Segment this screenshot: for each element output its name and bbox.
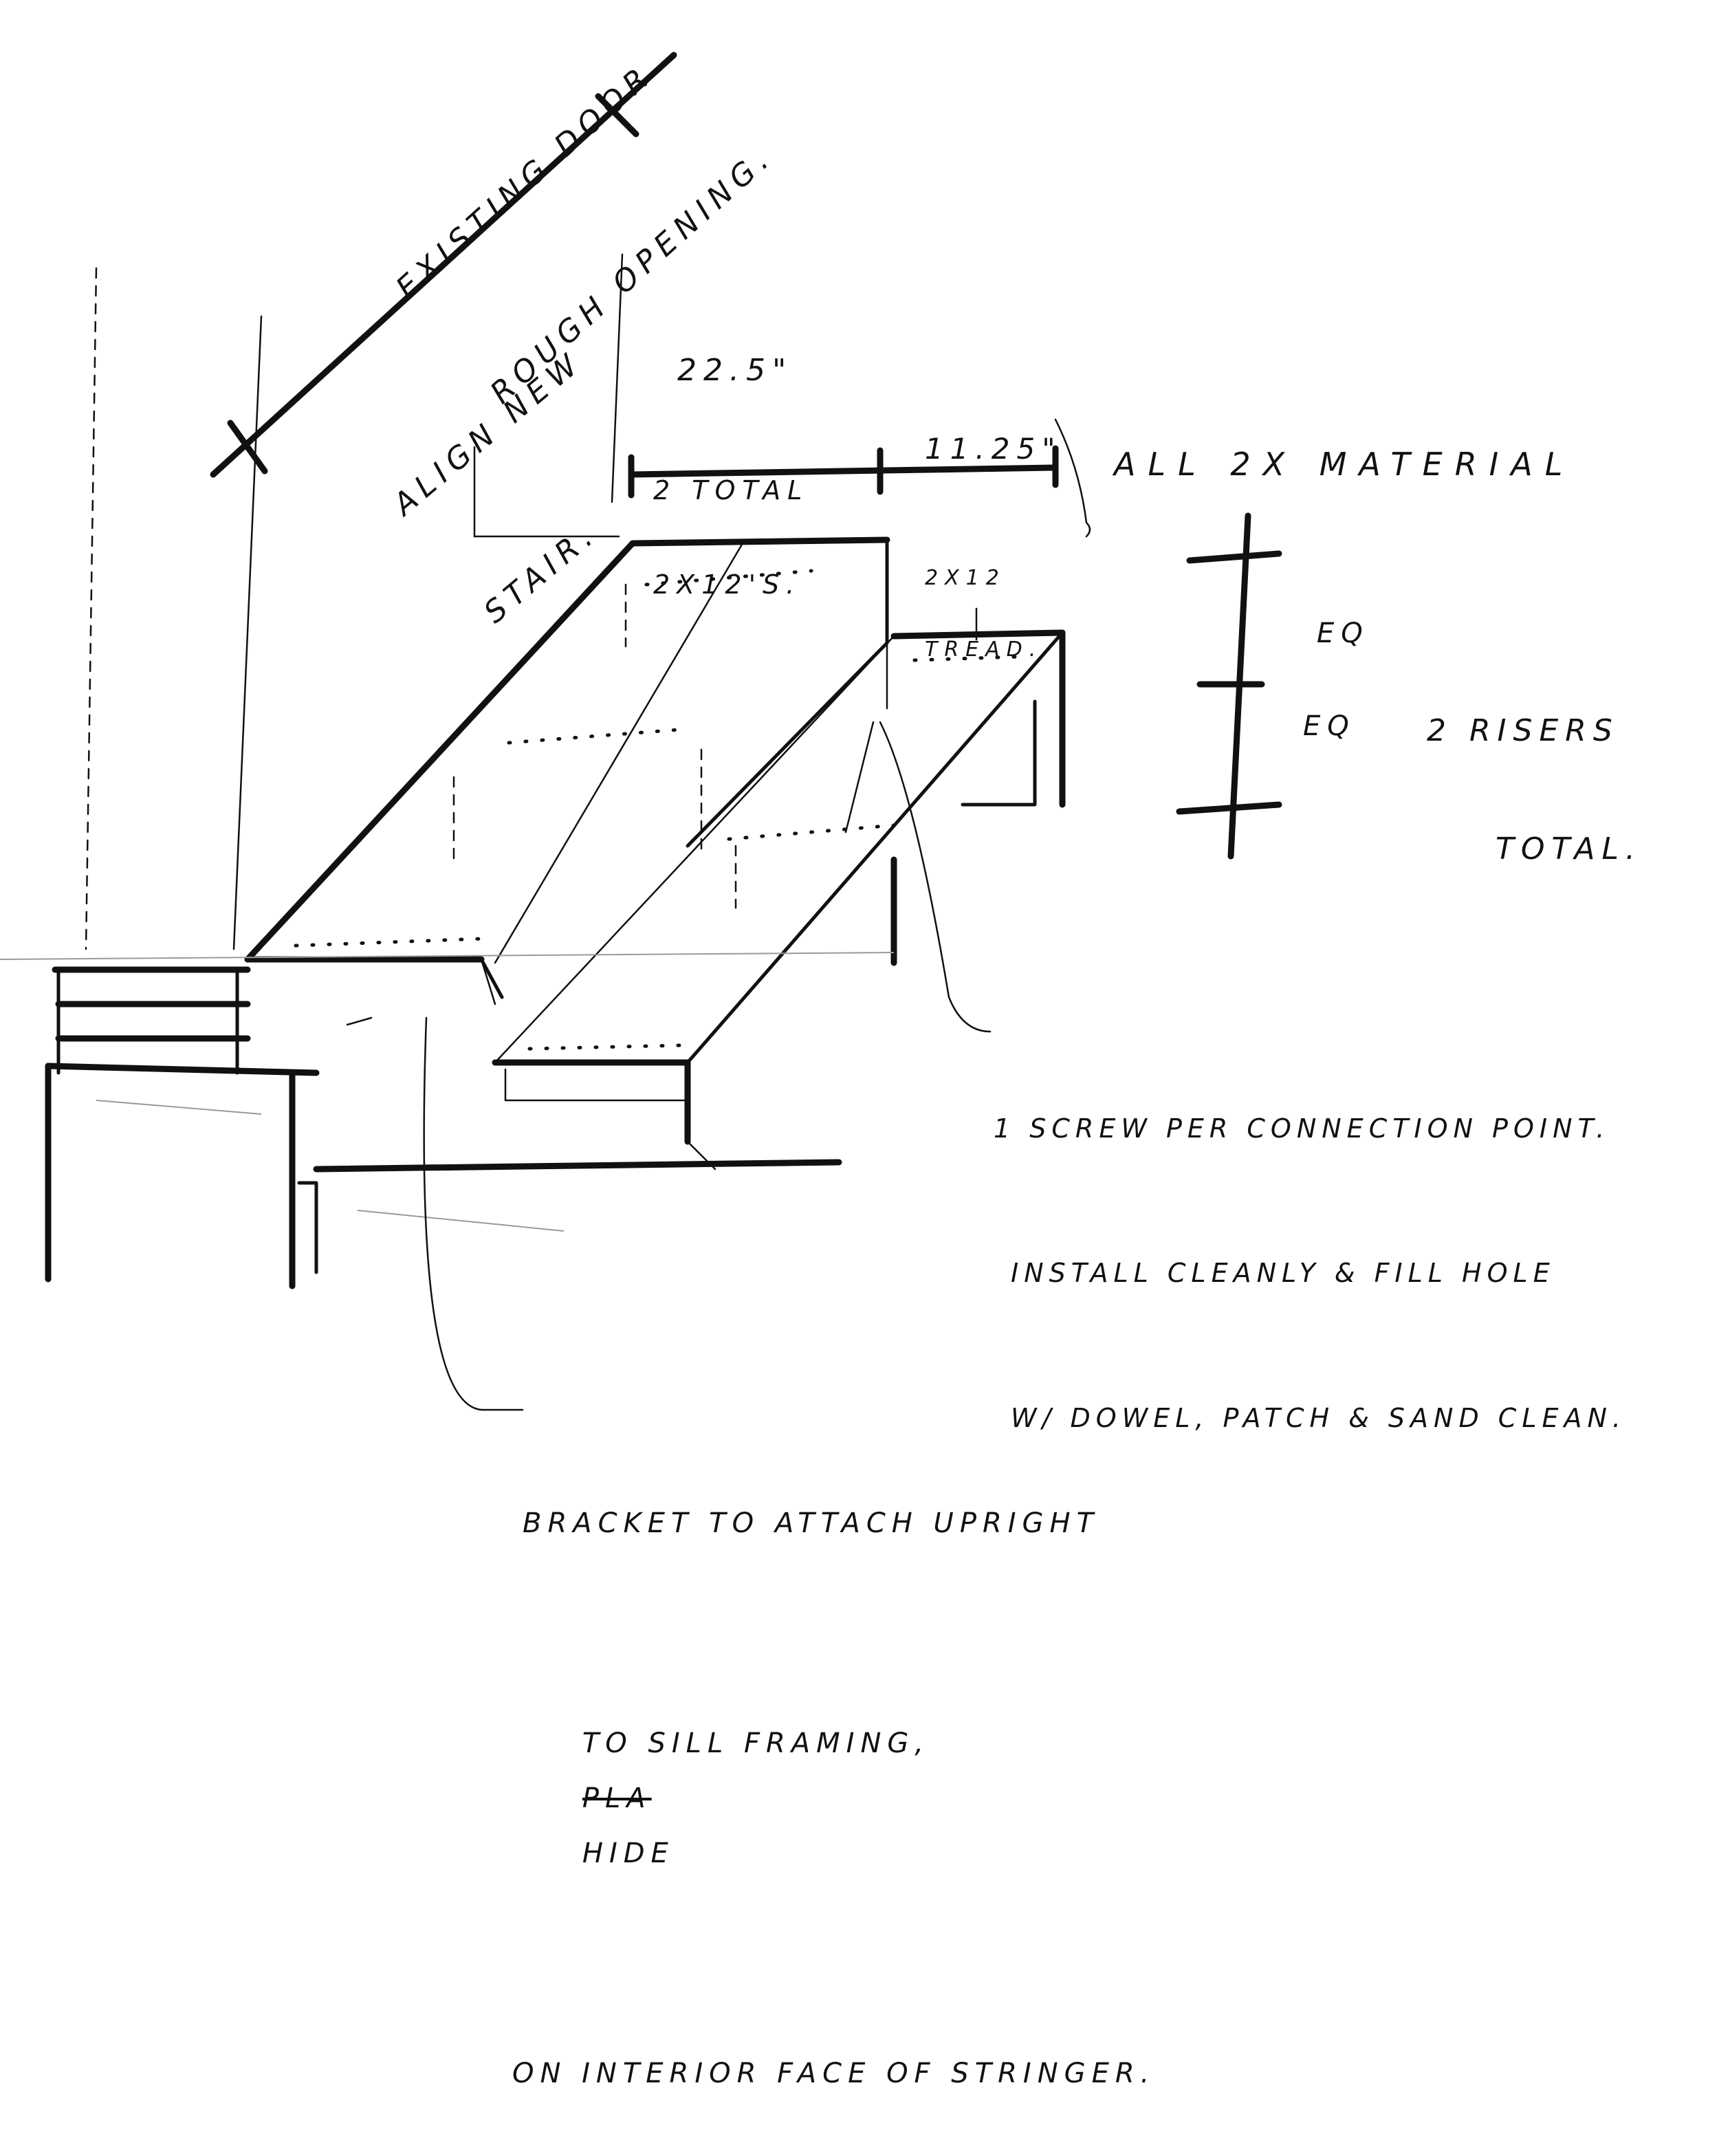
screw-note-line1: 1 SCREW PER CONNECTION POINT. [994,1113,1610,1144]
wall-guides [85,253,624,950]
bracket-line2-start: TO SILL FRAMING, [582,1728,930,1759]
total-boards-line2: 2X12'S. [653,569,802,600]
screw-note: 1 SCREW PER CONNECTION POINT. INSTALL CL… [994,1008,1626,1491]
lower-stair [492,629,1066,1170]
risers-line2: TOTAL. [1496,831,1642,867]
bracket-line2-end: HIDE [582,1838,675,1869]
total-boards-note: 2 TOTAL 2X12'S. [653,413,809,632]
bracket-line3: ON INTERIOR FACE OF STRINGER. [512,2058,1156,2089]
sill-framing [0,952,895,1289]
risers-note: 2 RISERS TOTAL. [1427,633,1642,908]
tread-spec-line2: TREAD. [925,637,1043,662]
tread-dimensions [628,418,1091,538]
equal-bottom-label: EQ [1303,710,1356,742]
equal-top-label: EQ [1317,618,1370,649]
riser-dimension [1176,512,1282,860]
screw-note-line2: INSTALL CLEANLY & FILL HOLE [1011,1258,1555,1289]
screw-note-line3: W/ DOWEL, PATCH & SAND CLEAN. [1011,1403,1626,1434]
tread-spec-note: 2X12 TREAD. [925,519,1042,686]
align-stair-line1: ALIGN NEW [386,344,591,523]
bracket-note: BRACKET TO ATTACH UPRIGHT TO SILL FRAMIN… [512,1386,1155,2156]
bracket-line2-struck: PLA [582,1783,652,1814]
door-opening-dimension [210,52,677,478]
leader-lines [346,535,992,1411]
bracket-line1: BRACKET TO ATTACH UPRIGHT [523,1507,1100,1539]
total-boards-line1: 2 TOTAL [653,475,809,506]
overall-width-label: 22.5" [677,353,793,388]
material-note: ALL 2X MATERIAL [1114,446,1575,483]
bracket-line2: TO SILL FRAMING, PLA HIDE [523,1661,1155,1936]
tread-spec-line1: 2X12 [925,566,1006,590]
tread-depth-label: 11.25" [925,432,1062,466]
risers-line1: 2 RISERS [1427,713,1619,749]
upper-stair [244,536,890,1005]
stair-sketch [0,52,1282,1411]
